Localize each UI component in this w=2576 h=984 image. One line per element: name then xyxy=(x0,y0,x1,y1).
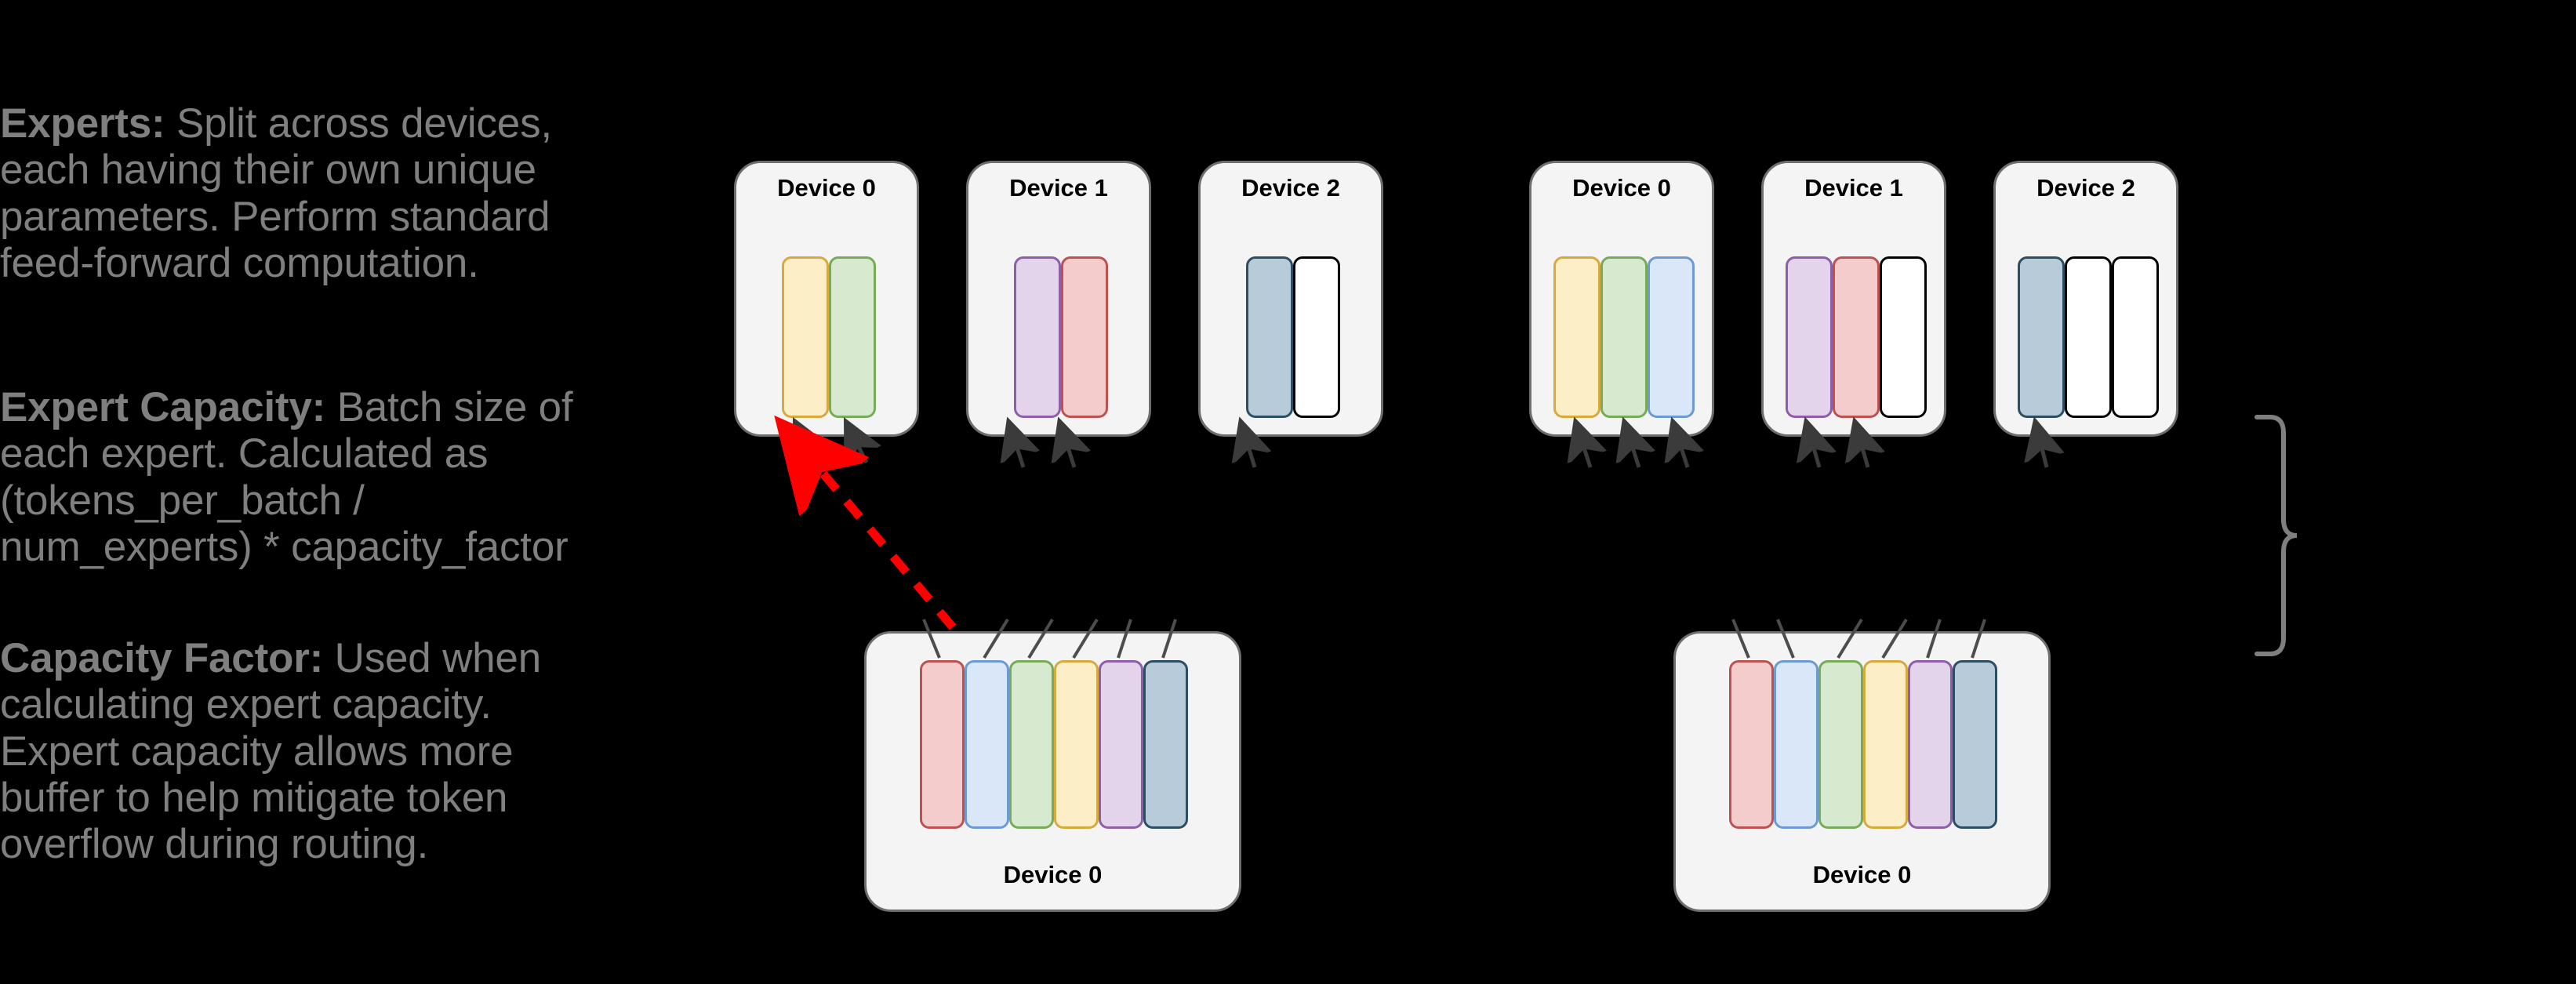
expert-slot[interactable] xyxy=(1246,256,1293,418)
right-grouping-brace xyxy=(2254,415,2298,656)
device-title: Device 0 xyxy=(1572,174,1671,202)
note-experts-term: Experts: xyxy=(0,100,165,147)
note-experts: Experts: Split across devices, each havi… xyxy=(0,100,619,286)
token[interactable] xyxy=(1099,660,1143,829)
expert-slot[interactable] xyxy=(2018,256,2065,418)
device-card-g1-d1[interactable]: Device 1 xyxy=(966,161,1151,437)
token[interactable] xyxy=(1143,660,1188,829)
note-capacity-factor-body: Used when calculating expert capacity. E… xyxy=(0,635,541,868)
note-capacity-factor: Capacity Factor: Used when calculating e… xyxy=(0,635,619,868)
expert-slot-row xyxy=(1786,256,1927,418)
expert-slot[interactable] xyxy=(1786,256,1833,418)
device-card-g2-d0[interactable]: Device 0 xyxy=(1529,161,1714,437)
token[interactable] xyxy=(1729,660,1774,829)
device-title: Device 0 xyxy=(1812,861,1912,888)
token-row xyxy=(920,660,1188,829)
device-title: Device 2 xyxy=(1241,174,1340,202)
token[interactable] xyxy=(1908,660,1953,829)
expert-slot[interactable] xyxy=(1600,256,1648,418)
expert-slot-row xyxy=(782,256,876,418)
device-card-g2-d1[interactable]: Device 1 xyxy=(1761,161,1946,437)
expert-slot[interactable] xyxy=(1061,256,1108,418)
expert-slot-row xyxy=(2018,256,2159,418)
expert-slot[interactable] xyxy=(1648,256,1695,418)
device-title: Device 1 xyxy=(1804,174,1903,202)
device-title: Device 1 xyxy=(1009,174,1108,202)
note-expert-capacity-term: Expert Capacity: xyxy=(0,384,326,430)
token[interactable] xyxy=(1818,660,1863,829)
expert-slot-row xyxy=(1014,256,1108,418)
token-card-g1[interactable]: Device 0 xyxy=(864,631,1241,912)
note-expert-capacity-body: Batch size of each expert. Calculated as… xyxy=(0,384,573,571)
token[interactable] xyxy=(1774,660,1818,829)
device-card-g2-d2[interactable]: Device 2 xyxy=(1993,161,2178,437)
token[interactable] xyxy=(1009,660,1054,829)
expert-slot-row xyxy=(1246,256,1340,418)
device-card-g1-d2[interactable]: Device 2 xyxy=(1198,161,1383,437)
dropped-token-arrow xyxy=(784,427,957,630)
device-card-g1-d0[interactable]: Device 0 xyxy=(734,161,919,437)
note-expert-capacity: Expert Capacity: Batch size of each expe… xyxy=(0,384,619,570)
token[interactable] xyxy=(1863,660,1908,829)
device-title: Device 0 xyxy=(1003,861,1103,888)
expert-slot[interactable] xyxy=(1553,256,1600,418)
token-card-g2[interactable]: Device 0 xyxy=(1673,631,2051,912)
token[interactable] xyxy=(920,660,965,829)
expert-slot[interactable] xyxy=(2112,256,2159,418)
token[interactable] xyxy=(965,660,1009,829)
expert-slot[interactable] xyxy=(1014,256,1061,418)
token[interactable] xyxy=(1054,660,1099,829)
note-capacity-factor-term: Capacity Factor: xyxy=(0,635,324,681)
token[interactable] xyxy=(1953,660,1997,829)
expert-slot[interactable] xyxy=(2065,256,2112,418)
token-row xyxy=(1729,660,1997,829)
expert-slot-row xyxy=(1553,256,1695,418)
expert-slot[interactable] xyxy=(1833,256,1880,418)
expert-slot[interactable] xyxy=(782,256,829,418)
expert-slot[interactable] xyxy=(1880,256,1927,418)
expert-slot[interactable] xyxy=(1293,256,1340,418)
device-title: Device 2 xyxy=(2036,174,2135,202)
expert-slot[interactable] xyxy=(829,256,876,418)
note-experts-body: Split across devices, each having their … xyxy=(0,100,552,287)
device-title: Device 0 xyxy=(777,174,876,202)
